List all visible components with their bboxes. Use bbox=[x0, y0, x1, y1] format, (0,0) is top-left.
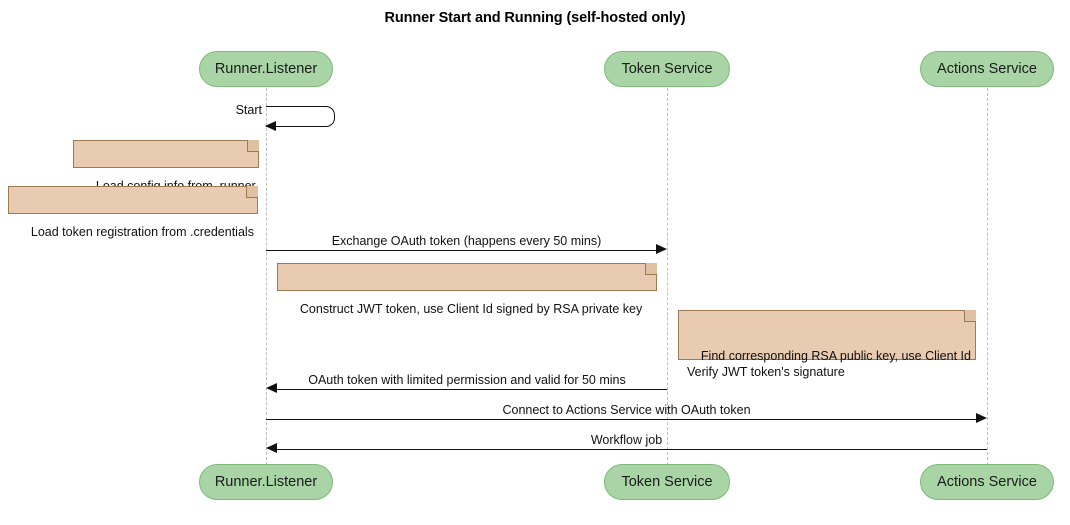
lifeline-token-service bbox=[667, 88, 668, 465]
message-label-exchange-oauth: Exchange OAuth token (happens every 50 m… bbox=[331, 234, 602, 248]
note-text: Construct JWT token, use Client Id signe… bbox=[299, 302, 643, 316]
note-fold-corner-icon bbox=[964, 310, 976, 322]
note-fold-corner-icon bbox=[246, 186, 258, 198]
message-line-connect-actions[interactable] bbox=[266, 419, 977, 420]
message-label-oauth-token-return: OAuth token with limited permission and … bbox=[308, 373, 626, 387]
message-label-connect-actions: Connect to Actions Service with OAuth to… bbox=[502, 403, 751, 417]
arrow-head-oauth-token-return bbox=[266, 383, 277, 393]
message-line-workflow-job[interactable] bbox=[276, 449, 987, 450]
participant-label: Actions Service bbox=[937, 61, 1037, 77]
self-loop-path bbox=[266, 106, 335, 127]
participant-label: Token Service bbox=[621, 61, 713, 77]
participant-runner-listener-top[interactable]: Runner.Listener bbox=[199, 51, 333, 87]
lifeline-runner bbox=[266, 88, 267, 465]
diagram-title: Runner Start and Running (self-hosted on… bbox=[384, 10, 686, 26]
arrow-head-connect-actions bbox=[976, 413, 987, 423]
note-load-token-registration: Load token registration from .credential… bbox=[8, 186, 258, 239]
message-label-start: Start bbox=[235, 103, 262, 117]
participant-label: Runner.Listener bbox=[214, 61, 318, 77]
note-fold-corner-icon bbox=[247, 140, 259, 152]
note-text: Load token registration from .credential… bbox=[30, 225, 254, 239]
participant-runner-listener-bottom[interactable]: Runner.Listener bbox=[199, 464, 333, 500]
note-load-config: Load config info from .runner bbox=[73, 140, 259, 193]
message-start-self-loop[interactable] bbox=[265, 106, 336, 131]
message-label-workflow-job: Workflow job bbox=[590, 433, 663, 447]
arrow-head-start bbox=[265, 121, 276, 131]
participant-label: Runner.Listener bbox=[214, 474, 318, 490]
message-line-exchange-oauth[interactable] bbox=[266, 250, 657, 251]
participant-token-service-top[interactable]: Token Service bbox=[604, 51, 730, 87]
arrow-head-exchange-oauth bbox=[656, 244, 667, 254]
note-verify-jwt: Find corresponding RSA public key, use C… bbox=[678, 310, 976, 379]
lifeline-actions-service bbox=[987, 88, 988, 465]
note-fold-corner-icon bbox=[645, 263, 657, 275]
arrow-head-workflow-job bbox=[266, 443, 277, 453]
participant-token-service-bottom[interactable]: Token Service bbox=[604, 464, 730, 500]
note-construct-jwt: Construct JWT token, use Client Id signe… bbox=[277, 263, 657, 316]
message-line-oauth-token-return[interactable] bbox=[276, 389, 667, 390]
participant-actions-service-top[interactable]: Actions Service bbox=[920, 51, 1054, 87]
participant-label: Actions Service bbox=[937, 474, 1037, 490]
participant-actions-service-bottom[interactable]: Actions Service bbox=[920, 464, 1054, 500]
participant-label: Token Service bbox=[621, 474, 713, 490]
note-text: Find corresponding RSA public key, use C… bbox=[687, 349, 971, 379]
